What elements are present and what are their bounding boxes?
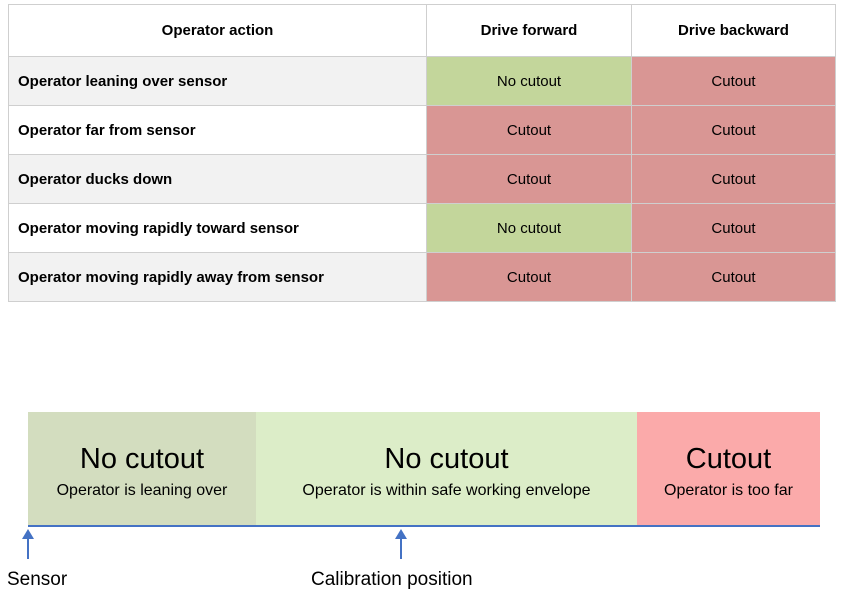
zone-leaning-over: No cutout Operator is leaning over <box>28 412 256 526</box>
up-arrow-icon <box>395 529 407 559</box>
zone-safe-envelope: No cutout Operator is within safe workin… <box>256 412 637 526</box>
backward-result: Cutout <box>631 154 836 204</box>
row-action: Operator moving rapidly toward sensor <box>8 203 427 253</box>
row-action: Operator moving rapidly away from sensor <box>8 252 427 302</box>
forward-result: No cutout <box>426 56 632 106</box>
forward-result: No cutout <box>426 203 632 253</box>
backward-result: Cutout <box>631 252 836 302</box>
zone-title: Cutout <box>685 443 772 475</box>
zone-subtitle: Operator is within safe working envelope <box>302 482 591 499</box>
table-row: Operator far from sensor Cutout Cutout <box>8 105 836 155</box>
zone-subtitle: Operator is too far <box>664 482 793 499</box>
table-header-row: Operator action Drive forward Drive back… <box>8 4 836 57</box>
operator-action-table: Operator action Drive forward Drive back… <box>8 4 836 302</box>
table-row: Operator ducks down Cutout Cutout <box>8 154 836 204</box>
zone-subtitle: Operator is leaning over <box>56 482 228 499</box>
row-action: Operator leaning over sensor <box>8 56 427 106</box>
backward-result: Cutout <box>631 203 836 253</box>
header-operator-action: Operator action <box>8 4 427 57</box>
header-drive-forward: Drive forward <box>426 4 632 57</box>
forward-result: Cutout <box>426 105 632 155</box>
row-action: Operator ducks down <box>8 154 427 204</box>
backward-result: Cutout <box>631 56 836 106</box>
forward-result: Cutout <box>426 252 632 302</box>
distance-baseline <box>28 525 820 527</box>
backward-result: Cutout <box>631 105 836 155</box>
sensor-label: Sensor <box>7 569 68 590</box>
table-row: Operator moving rapidly toward sensor No… <box>8 203 836 253</box>
up-arrow-icon <box>22 529 34 559</box>
table-row: Operator leaning over sensor No cutout C… <box>8 56 836 106</box>
header-drive-backward: Drive backward <box>631 4 836 57</box>
calibration-position-label: Calibration position <box>311 569 473 590</box>
zone-too-far: Cutout Operator is too far <box>637 412 820 526</box>
zone-title: No cutout <box>384 443 509 475</box>
forward-result: Cutout <box>426 154 632 204</box>
zone-title: No cutout <box>79 443 205 475</box>
row-action: Operator far from sensor <box>8 105 427 155</box>
table-row: Operator moving rapidly away from sensor… <box>8 252 836 302</box>
